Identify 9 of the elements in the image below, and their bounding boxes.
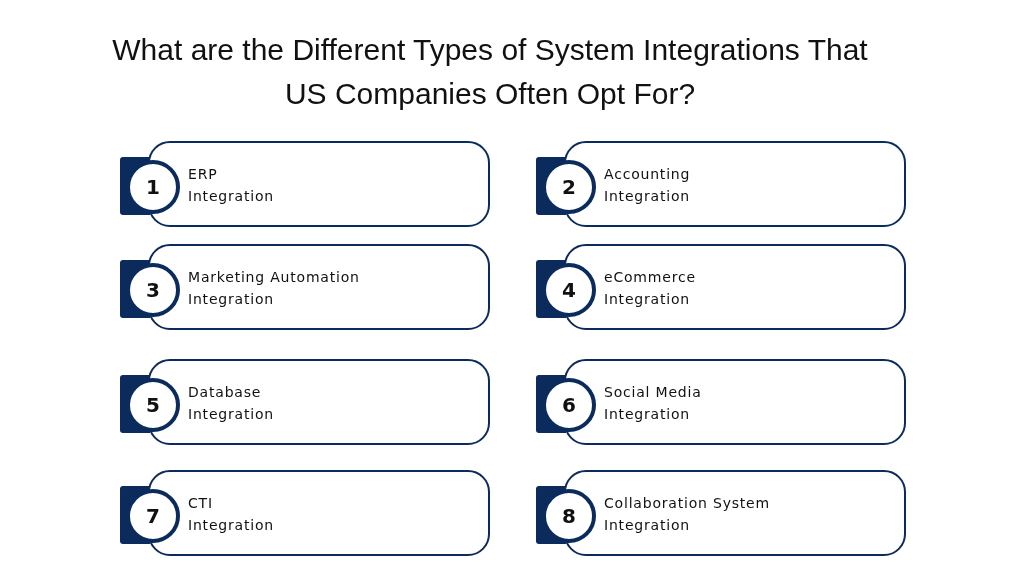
integration-type-label: Marketing Automation Integration [188,268,360,309]
integration-type-label: Accounting Integration [604,165,691,206]
integration-type-label: Social Media Integration [604,383,702,424]
integration-type-label: ERP Integration [188,165,274,206]
integration-type-label: eCommerce Integration [604,268,696,309]
integration-type-label: Database Integration [188,383,274,424]
title: What are the Different Types of System Integrations That US Companies Often Opt For? [111,32,869,112]
integration-type-label: CTI Integration [188,494,274,535]
integration-type-label: Collaboration System Integration [604,494,770,535]
